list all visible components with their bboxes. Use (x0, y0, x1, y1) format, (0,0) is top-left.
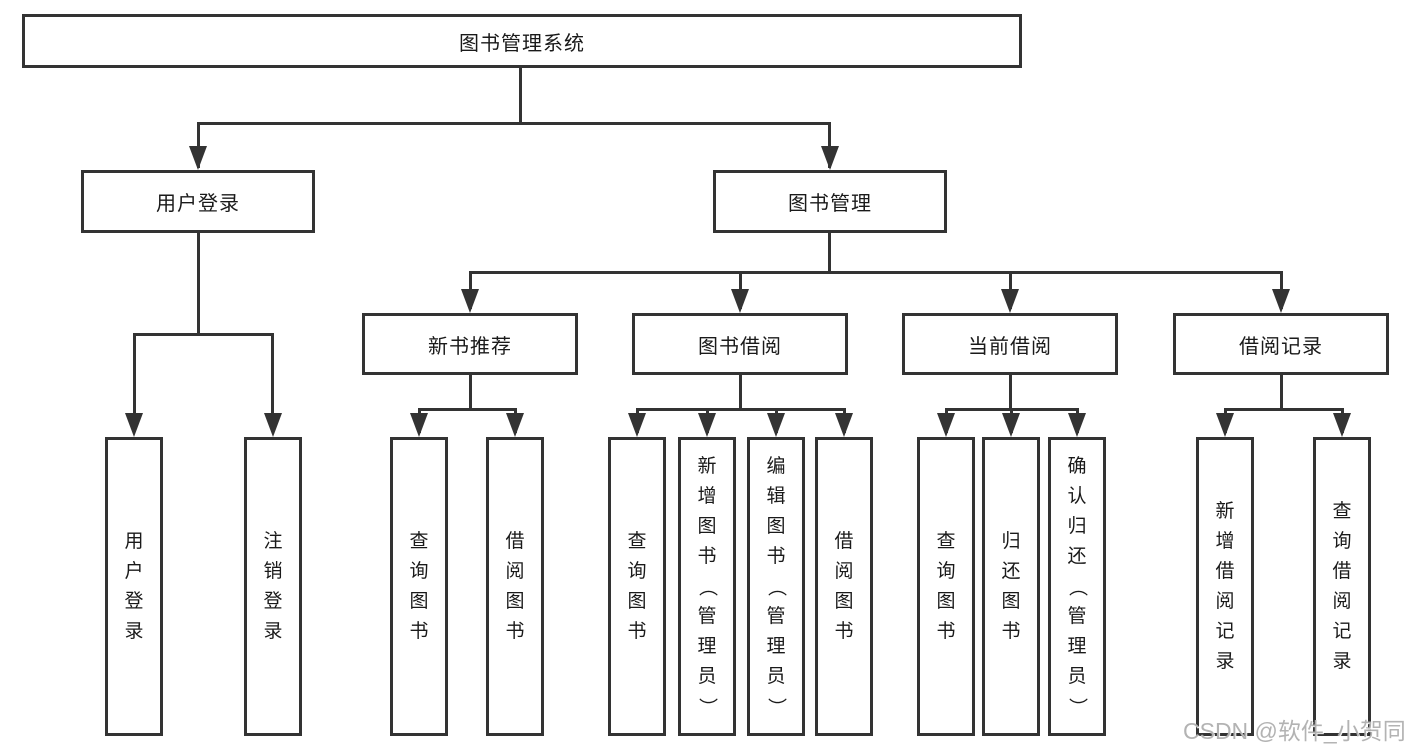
arrow-user-login-icon (189, 146, 207, 170)
connector-user-group-branch (133, 333, 274, 336)
arrow-query-books-2-icon (628, 413, 646, 437)
leaf-borrow-books-recommend-label: 借阅图书 (505, 530, 525, 642)
connector-user-login-stem (197, 233, 200, 333)
arrow-borrow-records-icon (1272, 289, 1290, 313)
leaf-confirm-return-admin: 确认归还（管理员） (1048, 437, 1106, 736)
arrow-add-record-icon (1216, 413, 1234, 437)
leaf-user-login: 用户登录 (105, 437, 163, 736)
node-borrowing-records-label: 借阅记录 (1239, 335, 1323, 358)
leaf-query-books-recommend-label: 查询图书 (409, 530, 429, 642)
arrow-query-books-1-icon (410, 413, 428, 437)
leaf-borrow-books-recommend: 借阅图书 (486, 437, 544, 736)
leaf-edit-book-admin-label: 编辑图书（管理员） (765, 455, 787, 717)
leaf-query-books-current: 查询图书 (917, 437, 975, 736)
arrow-return-book-icon (1002, 413, 1020, 437)
arrow-leaf-user-login-icon (125, 413, 143, 437)
node-book-borrowing: 图书借阅 (632, 313, 848, 375)
arrow-confirm-return-icon (1068, 413, 1086, 437)
arrow-borrow-books-1-icon (506, 413, 524, 437)
connector-leaf-user-login-drop (133, 333, 136, 429)
connector-new-book-group-branch (418, 408, 516, 411)
node-book-borrowing-label: 图书借阅 (698, 335, 782, 358)
node-root-label: 图书管理系统 (459, 32, 585, 55)
node-user-login: 用户登录 (81, 170, 315, 233)
node-root: 图书管理系统 (22, 14, 1022, 68)
node-user-login-label: 用户登录 (156, 193, 240, 215)
arrow-book-borrow-icon (731, 289, 749, 313)
arrow-leaf-logout-icon (264, 413, 282, 437)
arrow-borrow-books-2-icon (835, 413, 853, 437)
leaf-query-books-borrowing: 查询图书 (608, 437, 666, 736)
connector-book-borrow-group-branch (636, 408, 845, 411)
leaf-user-login-label: 用户登录 (124, 530, 144, 642)
node-book-management: 图书管理 (713, 170, 947, 233)
leaf-borrow-books-borrowing-label: 借阅图书 (834, 530, 854, 642)
node-current-borrowing: 当前借阅 (902, 313, 1118, 375)
connector-user-login-drop (197, 122, 200, 168)
leaf-logout-label: 注销登录 (263, 530, 283, 642)
arrow-edit-book-icon (767, 413, 785, 437)
node-new-book-recommend-label: 新书推荐 (428, 335, 512, 358)
leaf-add-borrow-record: 新增借阅记录 (1196, 437, 1254, 736)
leaf-confirm-return-admin-label: 确认归还（管理员） (1066, 455, 1088, 717)
connector-book-mgmt-drop (828, 122, 831, 168)
connector-leaf-logout-drop (271, 333, 274, 429)
leaf-query-books-current-label: 查询图书 (936, 530, 956, 642)
leaf-logout: 注销登录 (244, 437, 302, 736)
arrow-new-book-icon (461, 289, 479, 313)
connector-book-borrow-stem (739, 375, 742, 408)
connector-book-mgmt-stem (828, 233, 831, 271)
connector-borrow-records-stem (1280, 375, 1283, 408)
arrow-add-book-icon (698, 413, 716, 437)
leaf-query-borrow-record: 查询借阅记录 (1313, 437, 1371, 736)
connector-new-book-stem (469, 375, 472, 408)
leaf-return-book: 归还图书 (982, 437, 1040, 736)
node-book-management-label: 图书管理 (788, 193, 872, 215)
node-borrowing-records: 借阅记录 (1173, 313, 1389, 375)
arrow-current-borrow-icon (1001, 289, 1019, 313)
leaf-borrow-books-borrowing: 借阅图书 (815, 437, 873, 736)
node-new-book-recommend: 新书推荐 (362, 313, 578, 375)
connector-root-stem (519, 68, 522, 122)
leaf-add-borrow-record-label: 新增借阅记录 (1215, 500, 1235, 672)
leaf-edit-book-admin: 编辑图书（管理员） (747, 437, 805, 736)
arrow-query-books-3-icon (937, 413, 955, 437)
leaf-query-borrow-record-label: 查询借阅记录 (1332, 500, 1352, 672)
leaf-query-books-borrowing-label: 查询图书 (627, 530, 647, 642)
connector-level2-branch (197, 122, 831, 125)
connector-current-borrow-stem (1009, 375, 1012, 408)
connector-level3-branch (469, 271, 1282, 274)
watermark: CSDN @软件_小贺同学 (1183, 718, 1405, 744)
leaf-return-book-label: 归还图书 (1001, 530, 1021, 642)
node-current-borrowing-label: 当前借阅 (968, 335, 1052, 358)
leaf-query-books-recommend: 查询图书 (390, 437, 448, 736)
connector-borrow-records-group-branch (1224, 408, 1343, 411)
leaf-add-book-admin: 新增图书（管理员） (678, 437, 736, 736)
arrow-query-record-icon (1333, 413, 1351, 437)
arrow-book-mgmt-icon (821, 146, 839, 170)
leaf-add-book-admin-label: 新增图书（管理员） (696, 455, 718, 717)
